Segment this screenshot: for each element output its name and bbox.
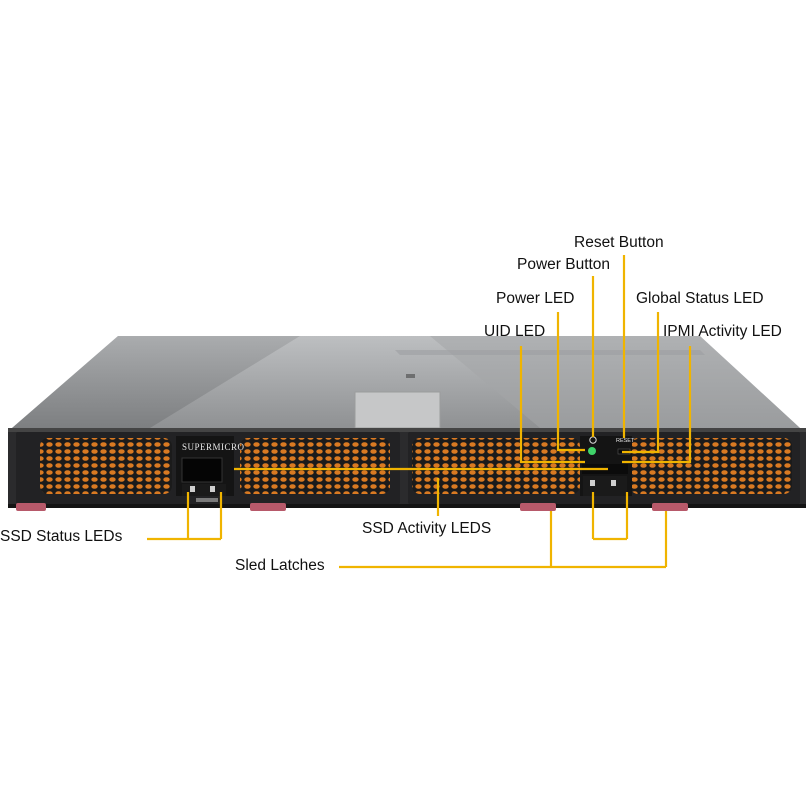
ssd-activity-leds-label: SSD Activity LEDS: [362, 520, 492, 537]
reset-button-label: Reset Button: [574, 234, 664, 251]
chassis-top-cover: [12, 336, 800, 429]
leader-ipmi-activity-led: [622, 346, 692, 464]
leader-lines: [147, 255, 692, 569]
power-led-indicator: [588, 447, 596, 455]
sled-latches-label: Sled Latches: [235, 557, 325, 574]
uid-led-label: UID LED: [484, 323, 546, 340]
ssd-status-leds-label: SSD Status LEDs: [0, 528, 123, 545]
global-status-led-label: Global Status LED: [636, 290, 764, 307]
leader-power-led: [556, 312, 585, 452]
leader-global-status-led: [622, 312, 660, 454]
reset-button-text: RESET: [616, 438, 635, 444]
sled-latches: [16, 503, 688, 511]
leader-uid-led: [519, 346, 585, 464]
ipmi-activity-led-label: IPMI Activity LED: [663, 323, 782, 340]
left-sled: [16, 432, 400, 504]
power-button-label: Power Button: [517, 256, 611, 273]
power-led-label: Power LED: [496, 290, 575, 307]
brand-logo: SUPERMICRO: [182, 442, 245, 452]
